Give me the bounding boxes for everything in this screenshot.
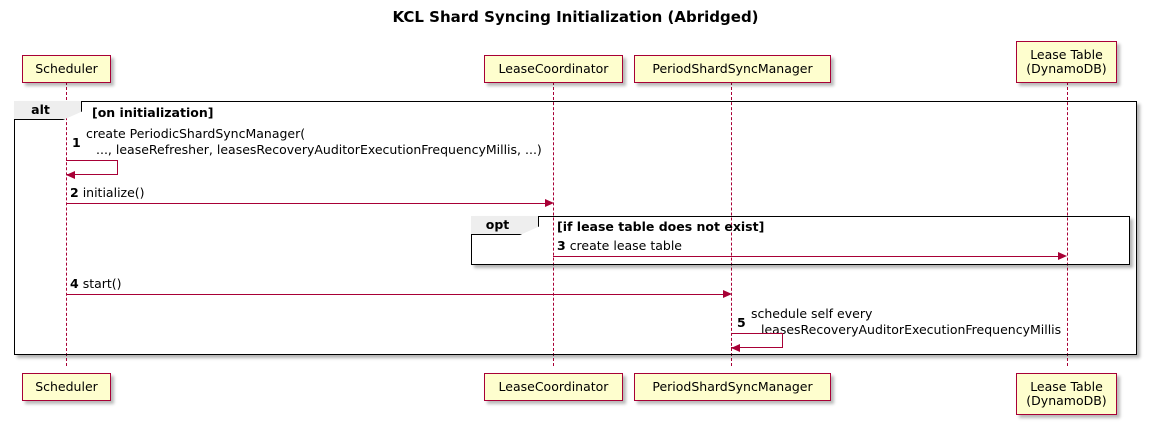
message-3-text: 3 create lease table — [557, 238, 682, 253]
lifeline-periodshardsyncmanager — [731, 82, 732, 366]
message-3-line1: create lease table — [569, 238, 682, 253]
message-1-number: 1 — [72, 135, 81, 150]
message-3-number: 3 — [557, 238, 566, 253]
participant-leasecoordinator-bottom[interactable]: LeaseCoordinator — [484, 373, 623, 401]
message-4-number: 4 — [70, 276, 79, 291]
message-3-line — [553, 256, 1059, 257]
message-1-arrowhead — [66, 171, 75, 179]
alt-fragment — [14, 101, 1137, 355]
participant-label: Scheduler — [35, 379, 98, 394]
participant-periodshardsyncmanager-bottom[interactable]: PeriodShardSyncManager — [634, 373, 831, 401]
message-2-text: 2 initialize() — [70, 185, 145, 200]
participant-scheduler-bottom[interactable]: Scheduler — [22, 373, 111, 401]
message-2-line — [66, 203, 546, 204]
message-5-arrowhead — [731, 344, 740, 352]
participant-leasetable-bottom[interactable]: Lease Table (DynamoDB) — [1016, 373, 1117, 415]
message-4-text: 4 start() — [70, 276, 122, 291]
lifeline-leasecoordinator — [553, 82, 554, 366]
message-2-arrowhead — [545, 199, 554, 207]
participant-leasecoordinator-top[interactable]: LeaseCoordinator — [484, 55, 623, 83]
participant-label: LeaseCoordinator — [498, 61, 609, 76]
message-4-line — [66, 294, 724, 295]
participant-label: PeriodShardSyncManager — [652, 379, 813, 394]
message-5-self-loop — [731, 333, 783, 348]
participant-label-line1: Lease Table — [1030, 47, 1103, 62]
participant-label-line2: (DynamoDB) — [1026, 61, 1107, 76]
lifeline-leasetable — [1067, 82, 1068, 366]
participant-label-line2: (DynamoDB) — [1026, 393, 1107, 408]
opt-fragment — [471, 216, 1130, 265]
message-5-number: 5 — [737, 315, 746, 330]
lifeline-scheduler — [66, 82, 67, 366]
opt-fragment-guard: [if lease table does not exist] — [557, 219, 765, 234]
participant-label: Scheduler — [35, 61, 98, 76]
participant-leasetable-top[interactable]: Lease Table (DynamoDB) — [1016, 41, 1117, 83]
alt-fragment-operator-tab: alt — [14, 101, 82, 120]
opt-operator-label: opt — [485, 217, 510, 232]
participant-label-line1: Lease Table — [1030, 379, 1103, 394]
message-2-number: 2 — [70, 185, 79, 200]
message-1-self-loop — [66, 160, 118, 175]
message-1-text: 1 create PeriodicShardSyncManager( ..., … — [69, 126, 542, 158]
message-5-line1: schedule self every — [751, 306, 873, 321]
message-3-arrowhead — [1058, 252, 1067, 260]
participant-periodshardsyncmanager-top[interactable]: PeriodShardSyncManager — [634, 55, 831, 83]
participant-label: PeriodShardSyncManager — [652, 61, 813, 76]
message-1-line2: ..., leaseRefresher, leasesRecoveryAudit… — [96, 142, 542, 157]
alt-fragment-guard: [on initialization] — [92, 105, 214, 120]
message-4-line1: start() — [82, 276, 122, 291]
opt-fragment-operator-tab: opt — [471, 216, 539, 235]
page-title: KCL Shard Syncing Initialization (Abridg… — [392, 8, 759, 26]
message-5-line2: leasesRecoveryAuditorExecutionFrequencyM… — [761, 322, 1062, 337]
message-2-line1: initialize() — [82, 185, 145, 200]
participant-scheduler-top[interactable]: Scheduler — [22, 55, 111, 83]
participant-label: LeaseCoordinator — [498, 379, 609, 394]
alt-operator-label: alt — [31, 102, 50, 117]
message-1-line1: create PeriodicShardSyncManager( — [86, 126, 306, 141]
message-4-arrowhead — [723, 290, 732, 298]
message-5-text: 5 schedule self every leasesRecoveryAudi… — [734, 306, 1061, 338]
